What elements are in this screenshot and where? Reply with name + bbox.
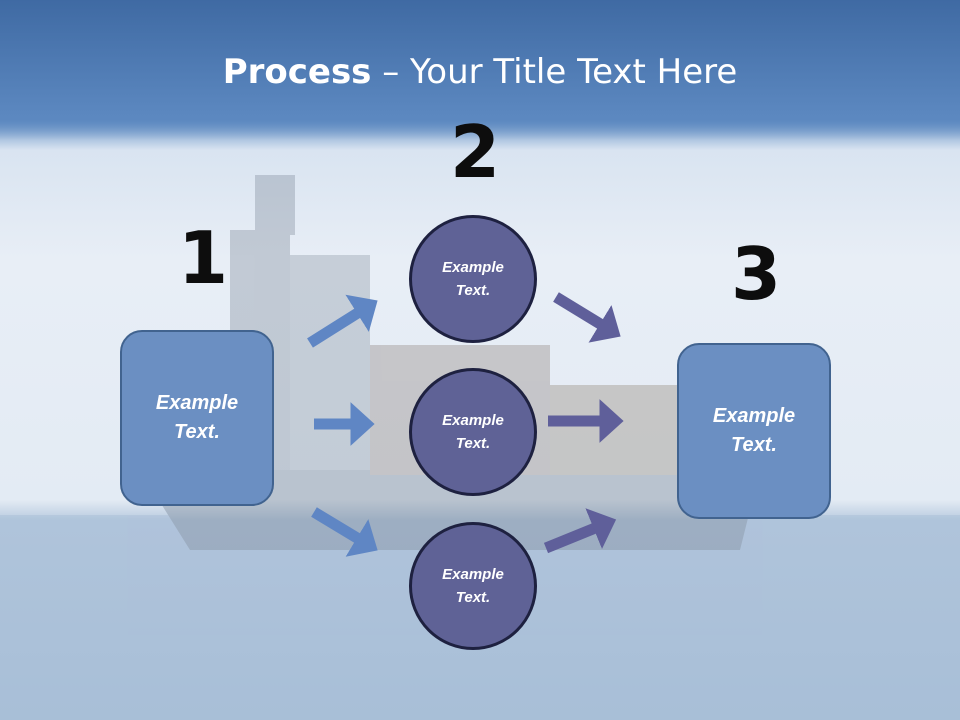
step-number-3: 3 [731, 232, 782, 316]
right-box-label: Example Text. [712, 405, 796, 456]
title-rest: – Your Title Text Here [371, 52, 738, 92]
step-number-1: 1 [178, 216, 229, 300]
circle-middle-label: Example Text. [442, 412, 504, 452]
left-box: Example Text. [120, 330, 274, 506]
arrow-left-to-bottom [311, 507, 378, 557]
arrow-top-to-right [553, 292, 621, 343]
title-band [0, 0, 960, 140]
circle-middle: Example Text. [409, 368, 537, 496]
step-number-2: 2 [450, 110, 501, 194]
circle-bottom: Example Text. [409, 522, 537, 650]
left-box-label: Example Text. [155, 392, 239, 443]
arrow-left-to-top [307, 294, 378, 348]
arrow-bottom-to-right [543, 508, 617, 554]
circle-top-label: Example Text. [442, 259, 504, 299]
slide-title: Process – Your Title Text Here [0, 52, 960, 92]
title-bold: Process [222, 52, 372, 92]
right-box: Example Text. [677, 343, 831, 519]
circle-bottom-label: Example Text. [442, 566, 504, 606]
circle-top: Example Text. [409, 215, 537, 343]
